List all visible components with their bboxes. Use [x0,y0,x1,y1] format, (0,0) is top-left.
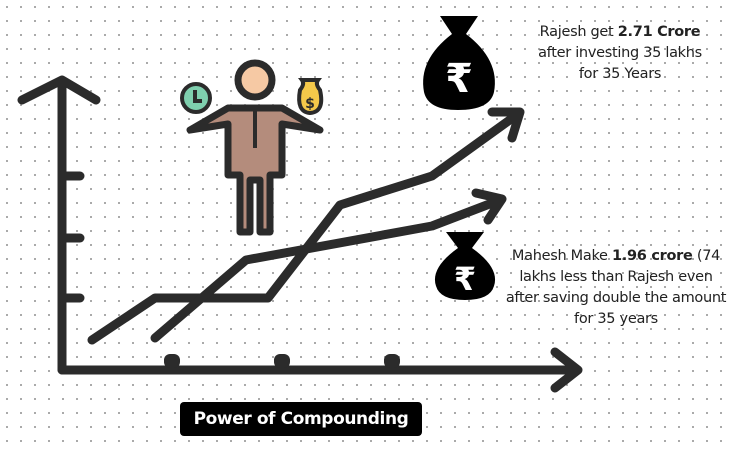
mahesh-result-text: Mahesh Make 1.96 crore (74 lakhs less th… [500,246,732,330]
rajesh-growth-line [87,107,525,345]
rajesh-amount: 2.71 Crore [617,24,701,40]
svg-text:₹: ₹ [445,56,473,102]
x-tick [274,354,290,368]
text: after saving double the amount [505,290,727,306]
x-tick [164,354,180,368]
text: Rajesh get [539,24,618,40]
clock-icon [180,82,212,114]
text: after investing 35 lakhs [538,45,702,61]
diagram-title: Power of Compounding [180,402,422,436]
x-axis [57,347,583,393]
x-tick [384,354,400,368]
investor-figure-icon [186,59,324,236]
text: lakhs less than Rajesh even [519,269,713,285]
text: Mahesh Make [511,248,612,264]
mahesh-growth-line [150,188,507,343]
y-axis [17,75,101,375]
coin-bag-icon: $ [297,78,324,116]
text: for 35 Years [578,66,662,82]
text: for 35 years [574,311,658,327]
mahesh-amount: 1.96 crore [612,248,693,264]
rupee-money-bag-icon: ₹ [434,232,496,300]
rupee-money-bag-icon: ₹ [423,16,495,110]
text: (74 [692,248,721,264]
rajesh-result-text: Rajesh get 2.71 Crore after investing 35… [510,22,730,85]
svg-text:₹: ₹ [454,260,476,298]
svg-text:$: $ [305,96,315,112]
